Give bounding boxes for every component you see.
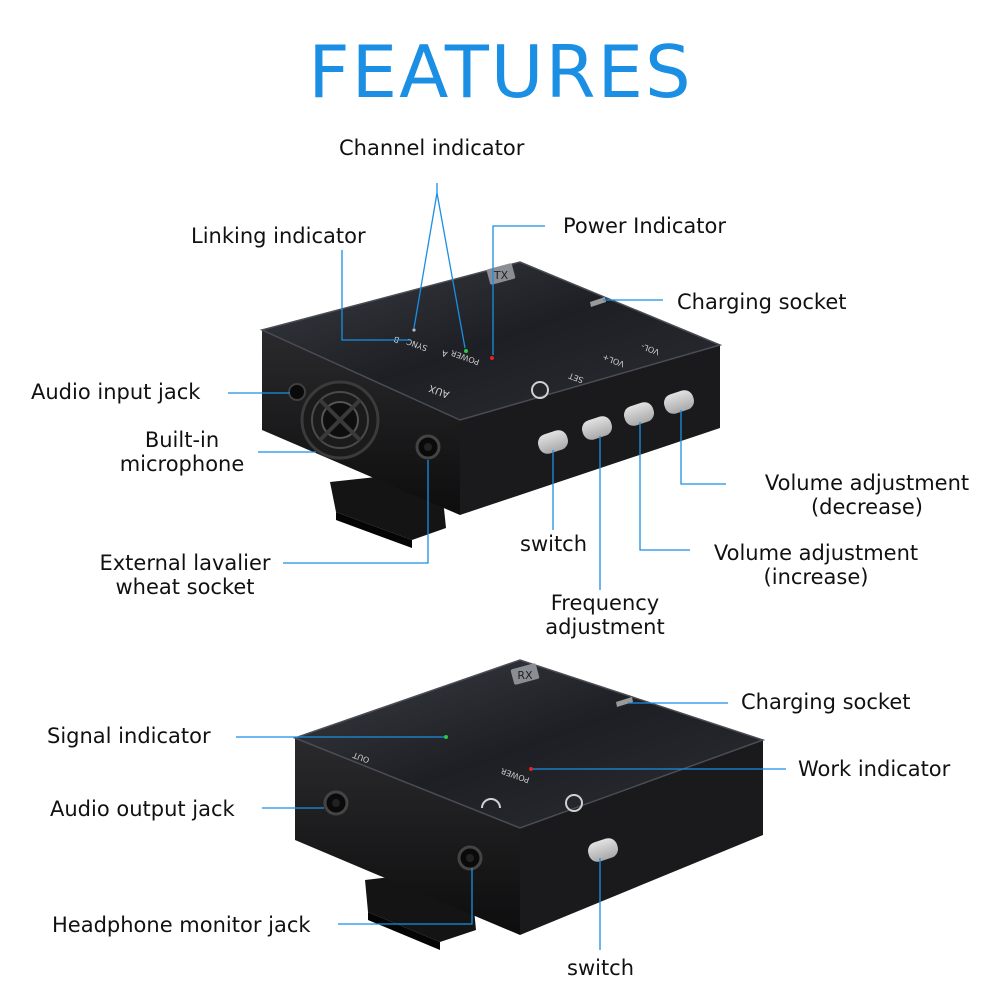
label-built-in-microphone: Built-in microphone <box>112 428 252 476</box>
label-signal-indicator: Signal indicator <box>47 724 211 748</box>
label-rx-switch: switch <box>567 956 635 980</box>
label-rx-charging-socket: Charging socket <box>741 690 911 714</box>
rx-charging-socket <box>616 697 633 707</box>
label-frequency-line2: adjustment <box>545 615 665 639</box>
label-built-in-line1: Built-in <box>144 428 220 452</box>
tx-badge-text: TX <box>493 269 509 282</box>
tx-audio-input-jack <box>288 383 306 401</box>
tx-charging-socket <box>590 297 606 307</box>
rx-badge-text: RX <box>517 669 533 682</box>
label-volume-decrease: Volume adjustment (decrease) <box>751 471 983 519</box>
label-tx-switch: switch <box>520 532 588 556</box>
label-vol-inc-line2: (increase) <box>763 565 869 589</box>
tx-power-icon <box>531 381 549 399</box>
label-audio-output-jack: Audio output jack <box>50 797 235 821</box>
label-audio-input-jack: Audio input jack <box>31 380 201 404</box>
tx-switch-button <box>537 430 569 454</box>
label-built-in-line2: microphone <box>119 452 245 476</box>
rx-signal-led <box>444 735 448 739</box>
rx-switch-button <box>587 838 619 862</box>
rx-device: RX POWER OUT <box>292 659 766 950</box>
rx-badge <box>510 663 540 685</box>
tx-badge <box>486 263 516 285</box>
tx-vol-minus-button <box>663 390 695 414</box>
label-external-lavalier: External lavalier wheat socket <box>92 551 278 599</box>
label-vol-dec-line1: Volume adjustment <box>764 471 970 495</box>
label-tx-charging-socket: Charging socket <box>677 290 847 314</box>
label-frequency-line1: Frequency <box>550 591 660 615</box>
rx-right-side <box>520 740 763 935</box>
rx-top-face <box>292 659 766 829</box>
leader-lines <box>228 183 786 950</box>
tx-link-led <box>412 328 416 332</box>
tx-frequency-button <box>581 416 613 440</box>
label-power-indicator: Power Indicator <box>563 214 726 238</box>
rx-front-side <box>295 738 520 935</box>
tx-vol-plus-button <box>623 402 655 426</box>
label-external-line1: External lavalier <box>99 551 271 575</box>
label-linking-indicator: Linking indicator <box>191 224 366 248</box>
tx-a-text: A <box>440 348 449 359</box>
tx-channel-led <box>464 349 468 353</box>
tx-device: TX POWER A SYNC B VOL- VOL+ SET AUX <box>259 261 723 548</box>
rx-headphone-icon <box>481 798 501 809</box>
tx-power-led <box>490 356 494 360</box>
rx-power-icon <box>565 794 583 812</box>
label-frequency-adjustment: Frequency adjustment <box>535 591 675 639</box>
label-work-indicator: Work indicator <box>798 757 951 781</box>
label-channel-indicator: Channel indicator <box>339 136 525 160</box>
rx-work-led <box>529 767 533 771</box>
label-external-line2: wheat socket <box>115 575 255 599</box>
label-volume-increase: Volume adjustment (increase) <box>700 541 932 589</box>
label-vol-inc-line1: Volume adjustment <box>713 541 919 565</box>
label-vol-dec-line2: (decrease) <box>810 495 923 519</box>
page-title: FEATURES <box>308 30 693 114</box>
label-headphone-monitor-jack: Headphone monitor jack <box>52 913 311 937</box>
